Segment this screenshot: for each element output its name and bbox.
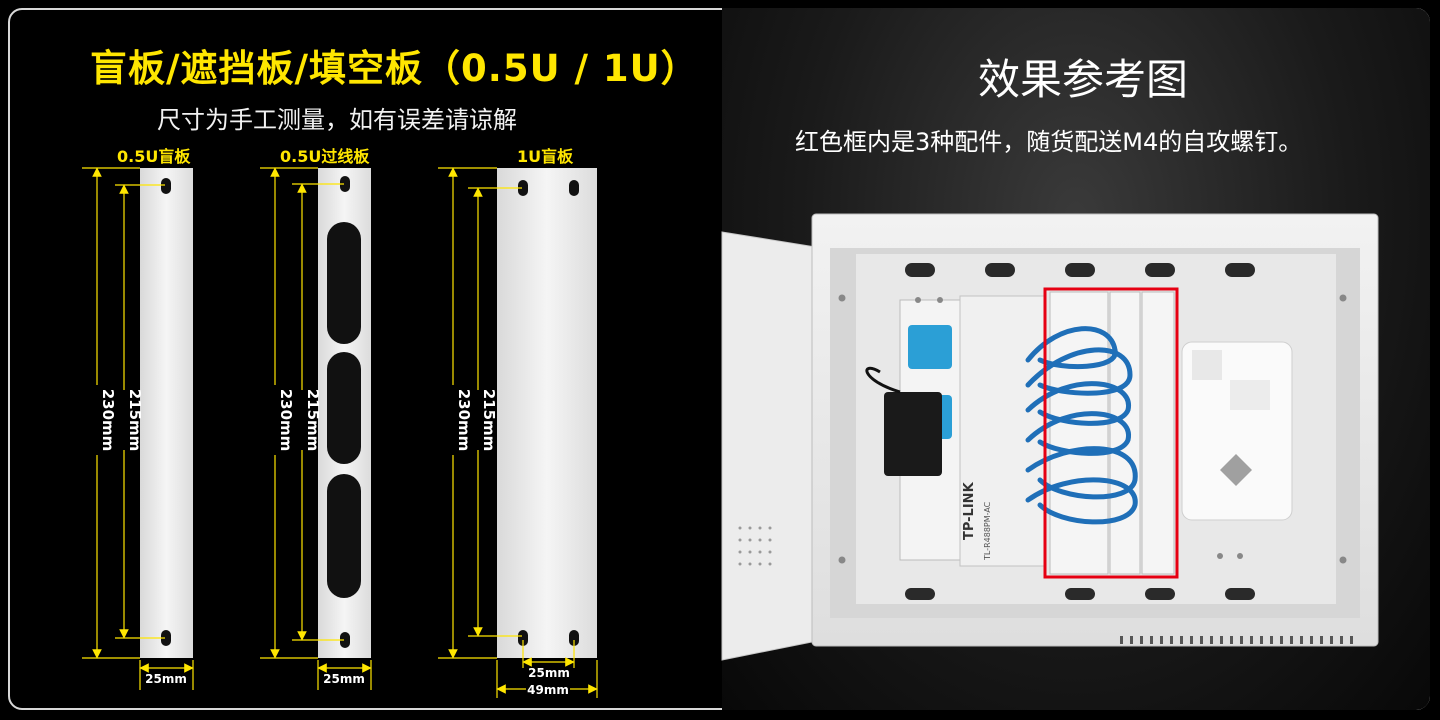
half-u-blank-panel (140, 168, 193, 658)
panel-label-1u-blank: 1U盲板 (517, 147, 574, 166)
tp-link-switch (959, 295, 1047, 567)
power-adapter (884, 392, 942, 476)
panel3-outer-height: 230mm (455, 389, 473, 452)
mount-slot-icon (569, 180, 579, 196)
cable-pass-slot (327, 474, 361, 598)
panel3-inner-height: 215mm (480, 389, 498, 452)
panel1-outer-height: 230mm (99, 389, 117, 452)
half-u-cable-panel (318, 168, 371, 658)
panel2-outer-height: 230mm (277, 389, 295, 452)
panel3-width: 49mm (527, 683, 569, 697)
network-cabinet-illustration: TP-LINK TL-R488PM-AC (721, 213, 1379, 661)
network-cables (1025, 326, 1138, 525)
mount-slot-icon (161, 178, 171, 194)
measurement-note: 尺寸为手工测量，如有误差请谅解 (157, 106, 517, 134)
reference-note: 红色框内是3种配件，随货配送M4的自攻螺钉。 (795, 128, 1303, 156)
reference-title: 效果参考图 (978, 55, 1189, 104)
cable-pass-slot (327, 222, 361, 344)
mount-slot-icon (569, 630, 579, 646)
mount-slot-icon (161, 630, 171, 646)
accessory-highlight-box (1043, 287, 1179, 579)
mount-slot-icon (340, 632, 350, 648)
one-u-blank-panel (497, 168, 597, 658)
panel-label-half-u-blank: 0.5U盲板 (117, 147, 191, 166)
mount-slot-icon (518, 180, 528, 196)
page-title: 盲板/遮挡板/填空板（0.5U / 1U） (90, 47, 699, 90)
panel2-width: 25mm (323, 672, 365, 686)
power-socket-icon (908, 325, 952, 369)
device-brand: TP-LINK (962, 481, 977, 540)
panel3-slot-spacing: 25mm (528, 666, 570, 680)
panel1-width: 25mm (145, 672, 187, 686)
panel-label-half-u-cable: 0.5U过线板 (280, 147, 370, 166)
mount-slot-icon (518, 630, 528, 646)
panel1-inner-height: 215mm (126, 389, 144, 452)
mount-slot-icon (340, 176, 350, 192)
device-model: TL-R488PM-AC (983, 501, 992, 561)
panel2-inner-height: 215mm (304, 389, 322, 452)
cable-pass-slot (327, 352, 361, 464)
cabinet-door (721, 231, 823, 661)
